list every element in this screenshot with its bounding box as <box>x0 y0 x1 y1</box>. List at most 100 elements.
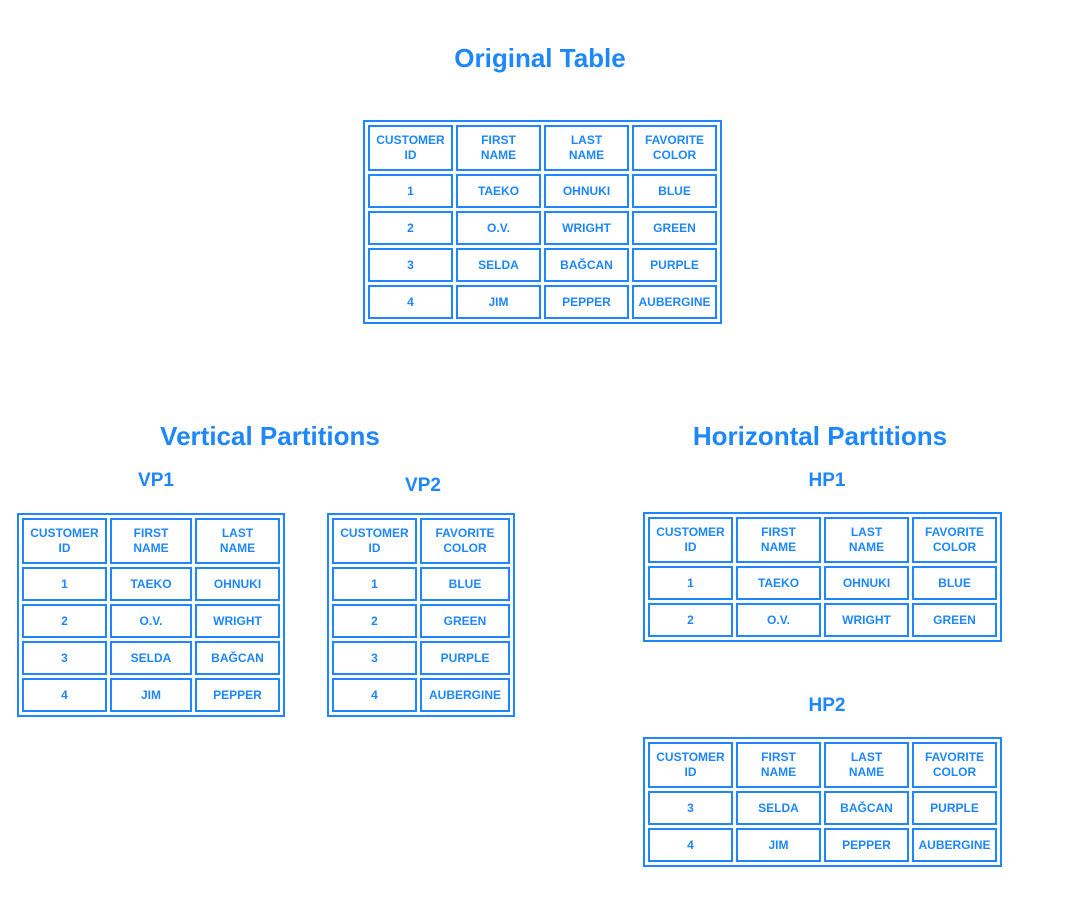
original-table-title: Original Table <box>454 43 626 73</box>
data-cell: 3 <box>22 641 107 675</box>
vp1-label: VP1 <box>138 470 174 491</box>
data-cell: OHNUKI <box>544 174 629 208</box>
data-cell: 2 <box>368 211 453 245</box>
data-cell: AUBERGINE <box>632 285 717 319</box>
header-cell: FIRST NAME <box>456 125 541 171</box>
data-cell: PURPLE <box>632 248 717 282</box>
data-cell: 2 <box>22 604 107 638</box>
horizontal-partitions-title: Horizontal Partitions <box>692 421 948 451</box>
header-cell: FIRST NAME <box>736 742 821 788</box>
header-cell: CUSTOMER ID <box>648 742 733 788</box>
header-cell: FAVORITE COLOR <box>420 518 510 564</box>
data-cell: 1 <box>22 567 107 601</box>
data-cell: 1 <box>648 566 733 600</box>
data-cell: TAEKO <box>110 567 192 601</box>
header-cell: CUSTOMER ID <box>22 518 107 564</box>
data-cell: TAEKO <box>736 566 821 600</box>
data-cell: WRIGHT <box>544 211 629 245</box>
data-cell: JIM <box>456 285 541 319</box>
data-cell: O.V. <box>456 211 541 245</box>
data-cell: SELDA <box>110 641 192 675</box>
header-cell: FAVORITE COLOR <box>912 742 997 788</box>
data-cell: SELDA <box>456 248 541 282</box>
data-cell: PEPPER <box>544 285 629 319</box>
data-cell: PURPLE <box>420 641 510 675</box>
header-cell: LAST NAME <box>824 517 909 563</box>
data-cell: AUBERGINE <box>912 828 997 862</box>
data-cell: 3 <box>648 791 733 825</box>
data-cell: JIM <box>110 678 192 712</box>
data-cell: BLUE <box>632 174 717 208</box>
data-cell: 2 <box>332 604 417 638</box>
vp2-label: VP2 <box>405 475 441 496</box>
data-cell: 3 <box>368 248 453 282</box>
data-cell: 2 <box>648 603 733 637</box>
data-cell: 1 <box>332 567 417 601</box>
data-cell: 4 <box>648 828 733 862</box>
data-cell: 4 <box>368 285 453 319</box>
data-cell: PURPLE <box>912 791 997 825</box>
data-cell: JIM <box>736 828 821 862</box>
data-cell: O.V. <box>736 603 821 637</box>
data-cell: BLUE <box>420 567 510 601</box>
data-cell: 4 <box>22 678 107 712</box>
data-cell: PEPPER <box>824 828 909 862</box>
header-cell: CUSTOMER ID <box>648 517 733 563</box>
header-cell: LAST NAME <box>824 742 909 788</box>
data-cell: AUBERGINE <box>420 678 510 712</box>
data-cell: BAĞCAN <box>195 641 280 675</box>
data-cell: GREEN <box>420 604 510 638</box>
hp2-label: HP2 <box>808 695 846 716</box>
data-cell: SELDA <box>736 791 821 825</box>
header-cell: FAVORITE COLOR <box>632 125 717 171</box>
data-cell: 3 <box>332 641 417 675</box>
header-cell: FIRST NAME <box>110 518 192 564</box>
data-cell: GREEN <box>632 211 717 245</box>
data-cell: PEPPER <box>195 678 280 712</box>
data-cell: WRIGHT <box>824 603 909 637</box>
data-cell: OHNUKI <box>824 566 909 600</box>
hp1-label: HP1 <box>808 470 846 491</box>
header-cell: LAST NAME <box>544 125 629 171</box>
data-cell: 1 <box>368 174 453 208</box>
data-cell: OHNUKI <box>195 567 280 601</box>
data-cell: WRIGHT <box>195 604 280 638</box>
header-cell: LAST NAME <box>195 518 280 564</box>
header-cell: CUSTOMER ID <box>332 518 417 564</box>
data-cell: TAEKO <box>456 174 541 208</box>
header-cell: FIRST NAME <box>736 517 821 563</box>
header-cell: CUSTOMER ID <box>368 125 453 171</box>
data-cell: BAĞCAN <box>544 248 629 282</box>
data-cell: BAĞCAN <box>824 791 909 825</box>
vertical-partitions-title: Vertical Partitions <box>160 421 380 451</box>
data-cell: BLUE <box>912 566 997 600</box>
data-cell: 4 <box>332 678 417 712</box>
data-cell: GREEN <box>912 603 997 637</box>
